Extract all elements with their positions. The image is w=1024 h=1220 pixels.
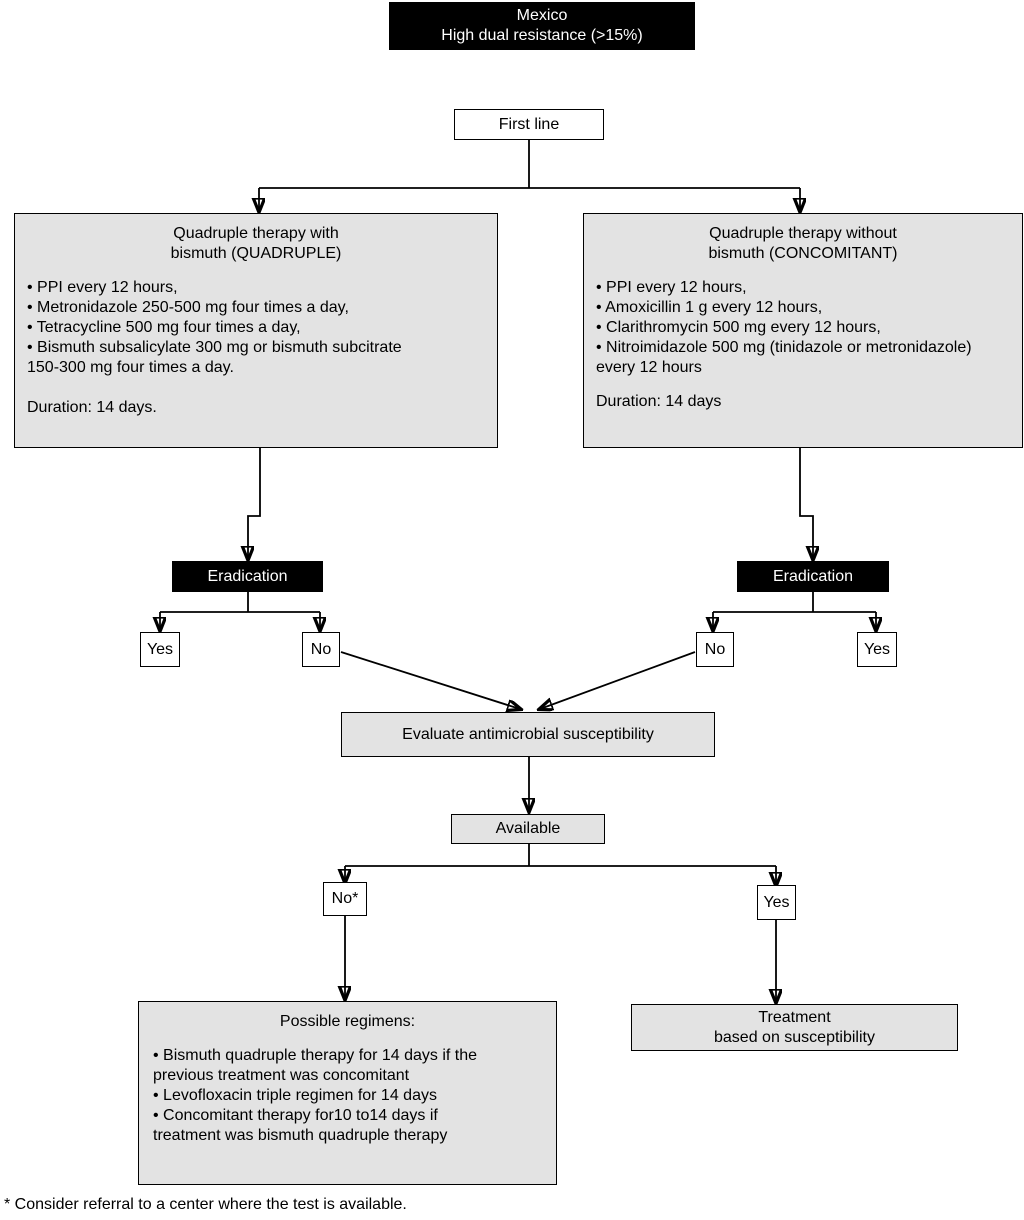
possible-regimens-box: Possible regimens: • Bismuth quadruple t… — [138, 1001, 557, 1185]
therapy-left-box: Quadruple therapy with bismuth (QUADRUPL… — [14, 213, 498, 448]
decision-left-no-label: No — [310, 640, 332, 658]
title-box: Mexico High dual resistance (>15%) — [389, 2, 695, 50]
first-line-box: First line — [454, 109, 604, 140]
available-yes-box: Yes — [757, 885, 796, 920]
eradication-left-label: Eradication — [207, 567, 288, 585]
therapy-left-items: • PPI every 12 hours, • Metronidazole 25… — [27, 279, 402, 376]
available-label: Available — [495, 820, 561, 837]
therapy-right-items: • PPI every 12 hours, • Amoxicillin 1 g … — [596, 279, 972, 376]
edge-left-no-to-evaluate — [340, 651, 520, 709]
therapy-right-duration: Duration: 14 days — [596, 393, 722, 410]
edge-right-therapy-to-eradication — [799, 448, 813, 559]
evaluate-label: Evaluate antimicrobial susceptibility — [402, 725, 654, 743]
eradication-right-box: Eradication — [737, 561, 889, 592]
available-no-label: No* — [331, 890, 359, 907]
available-box: Available — [451, 814, 605, 844]
decision-right-yes-box: Yes — [857, 632, 897, 667]
available-yes-label: Yes — [763, 893, 790, 911]
possible-regimens-title: Possible regimens: — [279, 1013, 416, 1030]
edge-right-no-to-evaluate — [540, 651, 696, 709]
treatment-label: Treatment based on susceptibility — [714, 1008, 875, 1046]
decision-right-no-box: No — [696, 632, 734, 667]
decision-left-yes-label: Yes — [146, 640, 174, 658]
decision-right-no-label: No — [704, 640, 726, 658]
eradication-left-box: Eradication — [172, 561, 323, 592]
available-no-box: No* — [323, 882, 367, 916]
title-line1: Mexico — [516, 7, 568, 24]
evaluate-box: Evaluate antimicrobial susceptibility — [341, 712, 715, 757]
decision-right-yes-label: Yes — [863, 640, 891, 658]
therapy-right-title: Quadruple therapy without bismuth (CONCO… — [708, 225, 898, 262]
first-line-label: First line — [498, 115, 560, 133]
therapy-left-duration: Duration: 14 days. — [27, 399, 157, 416]
possible-regimens-items: • Bismuth quadruple therapy for 14 days … — [153, 1047, 478, 1144]
edge-left-therapy-to-eradication — [248, 448, 261, 559]
decision-left-no-box: No — [302, 632, 340, 667]
decision-left-yes-box: Yes — [140, 632, 180, 667]
title-line2: High dual resistance (>15%) — [441, 27, 643, 44]
footnote: * Consider referral to a center where th… — [4, 1196, 407, 1213]
treatment-box: Treatment based on susceptibility — [631, 1004, 958, 1051]
eradication-right-label: Eradication — [772, 567, 854, 585]
therapy-left-title: Quadruple therapy with bismuth (QUADRUPL… — [170, 225, 342, 262]
therapy-right-box: Quadruple therapy without bismuth (CONCO… — [583, 213, 1023, 448]
